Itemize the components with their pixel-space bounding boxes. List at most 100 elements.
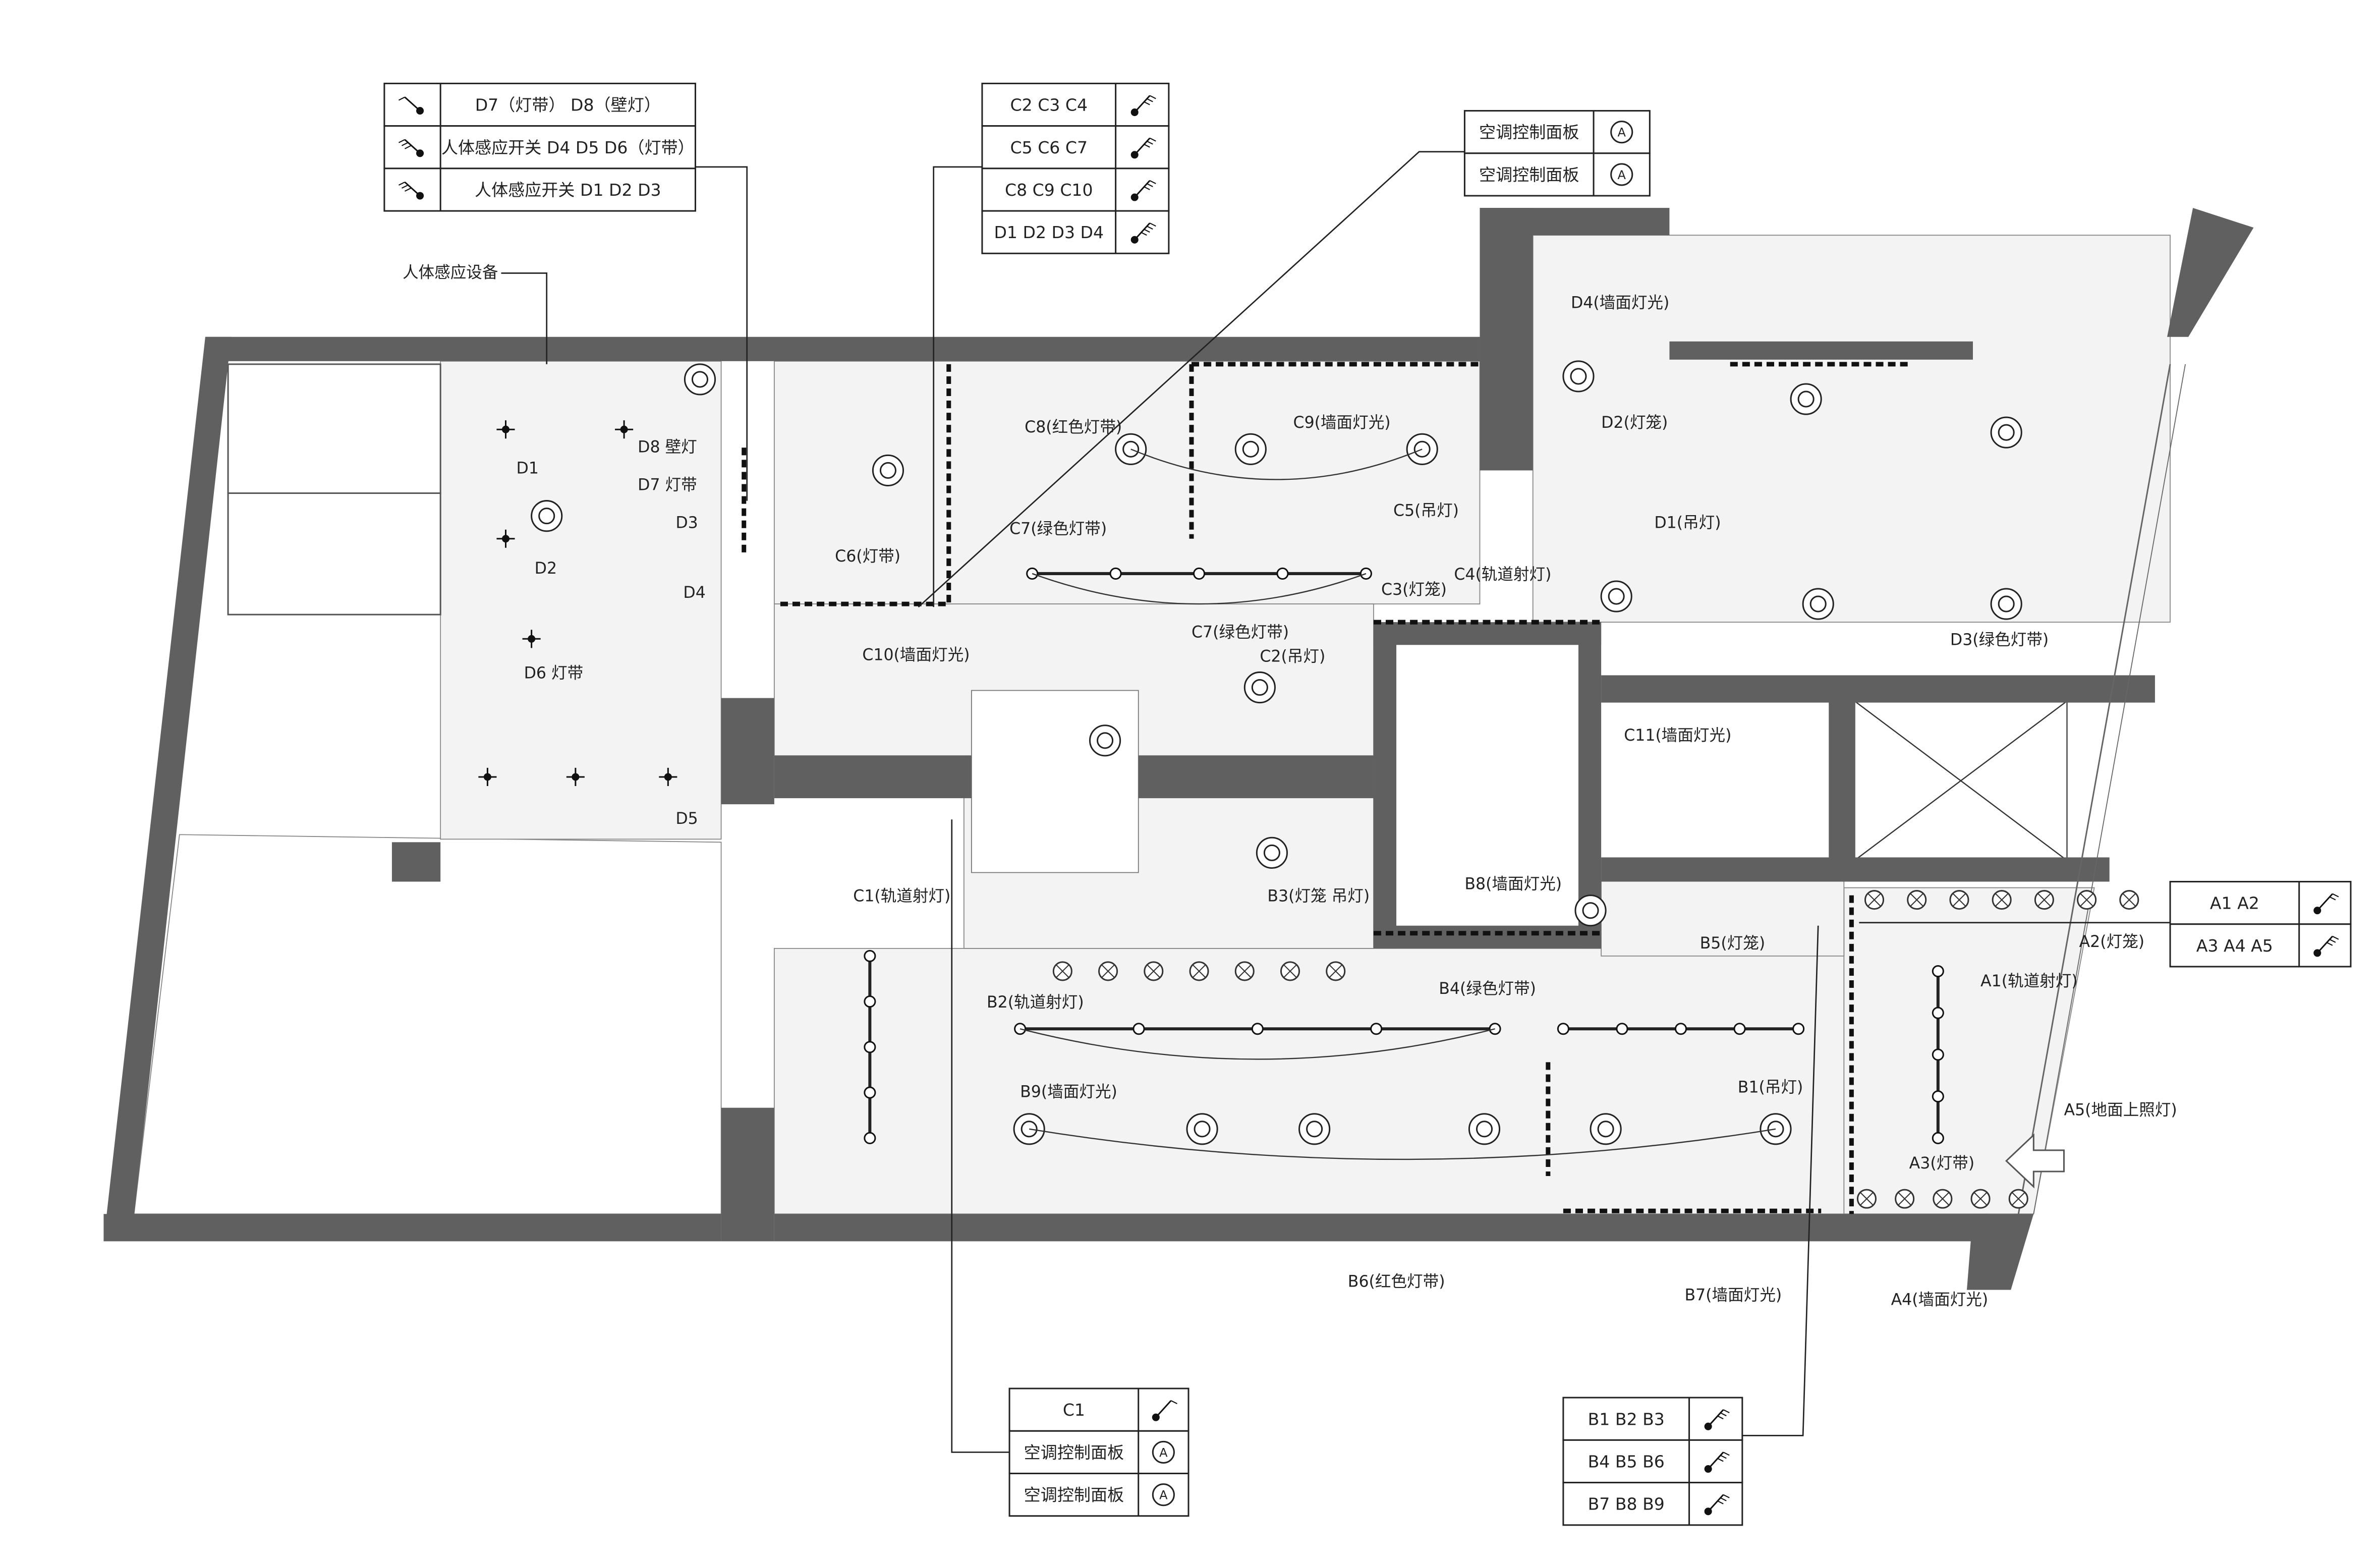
lantern-fixture [1144,961,1164,981]
downlight-fixture [1256,836,1288,869]
legend-row: A3 A4 A5 [2169,923,2352,968]
switch-triple-icon [1704,1494,1730,1516]
switch-double-icon [2313,893,2339,915]
legend-label: 人体感应开关 D1 D2 D3 [475,180,661,200]
lantern-fixture [1895,1189,1915,1209]
legend-row: B4 B5 B6 [1562,1439,1743,1484]
label-b3: B3(灯笼 吊灯) [1267,887,1370,906]
room-washrooms [440,360,722,840]
legend-label: B7 B8 B9 [1588,1494,1665,1514]
switch-single-icon [398,96,424,115]
switch-triple-icon [1130,137,1156,159]
label-a2: A2(灯笼) [2079,933,2145,951]
downlight-fixture [684,363,716,396]
ceiling-light-fixture [496,529,515,548]
plan-labels: 人体感应设备 D1 D2 D8 壁灯 D7 灯带 D3 D4 D6 灯带 D5 … [403,263,2177,1309]
legend-table-t4: A1 A2 A3 A4 A5 [2169,881,2352,968]
circuit-wire [1130,449,1423,480]
label-d1: D1 [517,459,539,477]
label-d3: D3 [675,514,698,532]
ceiling-light-fixture [615,420,634,439]
leader-lines [501,151,2171,1453]
label-d2: D2 [535,560,557,578]
lantern-fixture [1970,1189,1991,1209]
switch-triple-icon [398,139,424,157]
lantern-fixture [1949,890,1969,910]
label-b1: B1(吊灯) [1738,1079,1803,1097]
label-b7: B7(墙面灯光) [1685,1287,1782,1305]
legend-label: D1 D2 D3 D4 [994,222,1104,242]
switch-triple-icon [398,181,424,200]
downlight-fixture [1186,1113,1218,1145]
legend-table-t6: B1 B2 B3 B4 B5 B6 B7 B8 B9 [1562,1397,1743,1526]
light-strips [742,362,1912,1214]
lantern-fixture [1052,961,1072,981]
label-d1-pendant: D1(吊灯) [1654,514,1721,532]
legend-row: C8 C9 C10 [981,168,1170,212]
storage-left-2 [227,492,441,616]
downlight-fixture [1990,588,2022,620]
track-light [1026,567,1372,580]
room-b-main [773,947,1867,1215]
lantern-fixture [1234,961,1255,981]
ac-panel-symbol: A [1617,126,1626,140]
ac-panel-icon: A [1152,1483,1175,1506]
label-d5: D5 [675,810,698,828]
label-b9: B9(墙面灯光) [1020,1083,1117,1101]
strip-c10 [777,364,951,606]
legend-label: D7（灯带） D8（壁灯） [475,95,661,115]
downlight-fixture [1406,433,1438,465]
legend-label: A3 A4 A5 [2196,936,2273,956]
storage-left-1 [227,363,441,494]
entrance-arrow-icon [2005,1133,2065,1189]
label-c4: C4(轨道射灯) [1454,566,1551,584]
label-d4: D4 [683,584,705,602]
downlight-fixture [1574,895,1607,927]
label-c11: C11(墙面灯光) [1624,727,1731,745]
label-c1: C1(轨道射灯) [853,887,950,906]
downlight-fixture [1600,580,1632,612]
label-d8: D8 壁灯 [638,438,697,456]
legend-table-t1: D7（灯带） D8（壁灯） 人体感应开关 D4 D5 D6（灯带） 人体感应开关 D… [383,82,696,212]
track-light [1014,1023,1501,1035]
core-inner [1396,645,1578,926]
switch-triple-icon [1704,1452,1730,1473]
label-b8: B8(墙面灯光) [1464,875,1562,894]
legend-row: C1 [1008,1387,1189,1432]
legend-row: D7（灯带） D8（壁灯） [383,82,696,127]
stair-hatch [971,690,1139,873]
label-c2: C2(吊灯) [1260,647,1325,665]
legend-label: 空调控制面板 [1479,123,1579,142]
legend-row: 空调控制面板 A [1463,110,1651,154]
ceiling-light-fixture [566,767,585,787]
label-c6: C6(灯带) [835,547,900,566]
light-fixtures [478,360,2139,1209]
downlight-fixture [531,500,563,532]
label-sensor-device: 人体感应设备 [403,263,498,282]
legend-label: 人体感应开关 D4 D5 D6（灯带） [441,138,695,157]
switch-single-icon [1152,1400,1177,1421]
label-c8: C8(红色灯带) [1025,418,1122,436]
ac-panel-icon: A [1610,163,1633,186]
legend-row: A1 A2 [2169,881,2352,925]
lantern-fixture [2077,890,2097,910]
lantern-fixture [1280,961,1300,981]
legend-label: C2 C3 C4 [1010,95,1088,115]
ceiling-light-fixture [522,630,541,648]
circuit-wire [1019,1028,1495,1060]
legend-row: B1 B2 B3 [1562,1397,1743,1441]
label-c7a: C7(绿色灯带) [1009,520,1107,538]
label-a5: A5(地面上照灯) [2064,1101,2177,1120]
void-cross-line [1854,700,2068,861]
lantern-fixture [1864,890,1885,910]
lantern-fixture [1856,1189,1877,1209]
downlight-fixture [1790,383,1822,415]
downlight-fixture [1243,671,1276,704]
legend-row: C2 C3 C4 [981,82,1170,127]
lantern-fixture [2119,890,2139,910]
switch-triple-icon [1704,1409,1730,1430]
legend-label: B4 B5 B6 [1588,1452,1665,1472]
label-a4: A4(墙面灯光) [1891,1291,1989,1309]
legend-row: B7 B8 B9 [1562,1482,1743,1526]
switch-triple-icon [1130,95,1156,117]
